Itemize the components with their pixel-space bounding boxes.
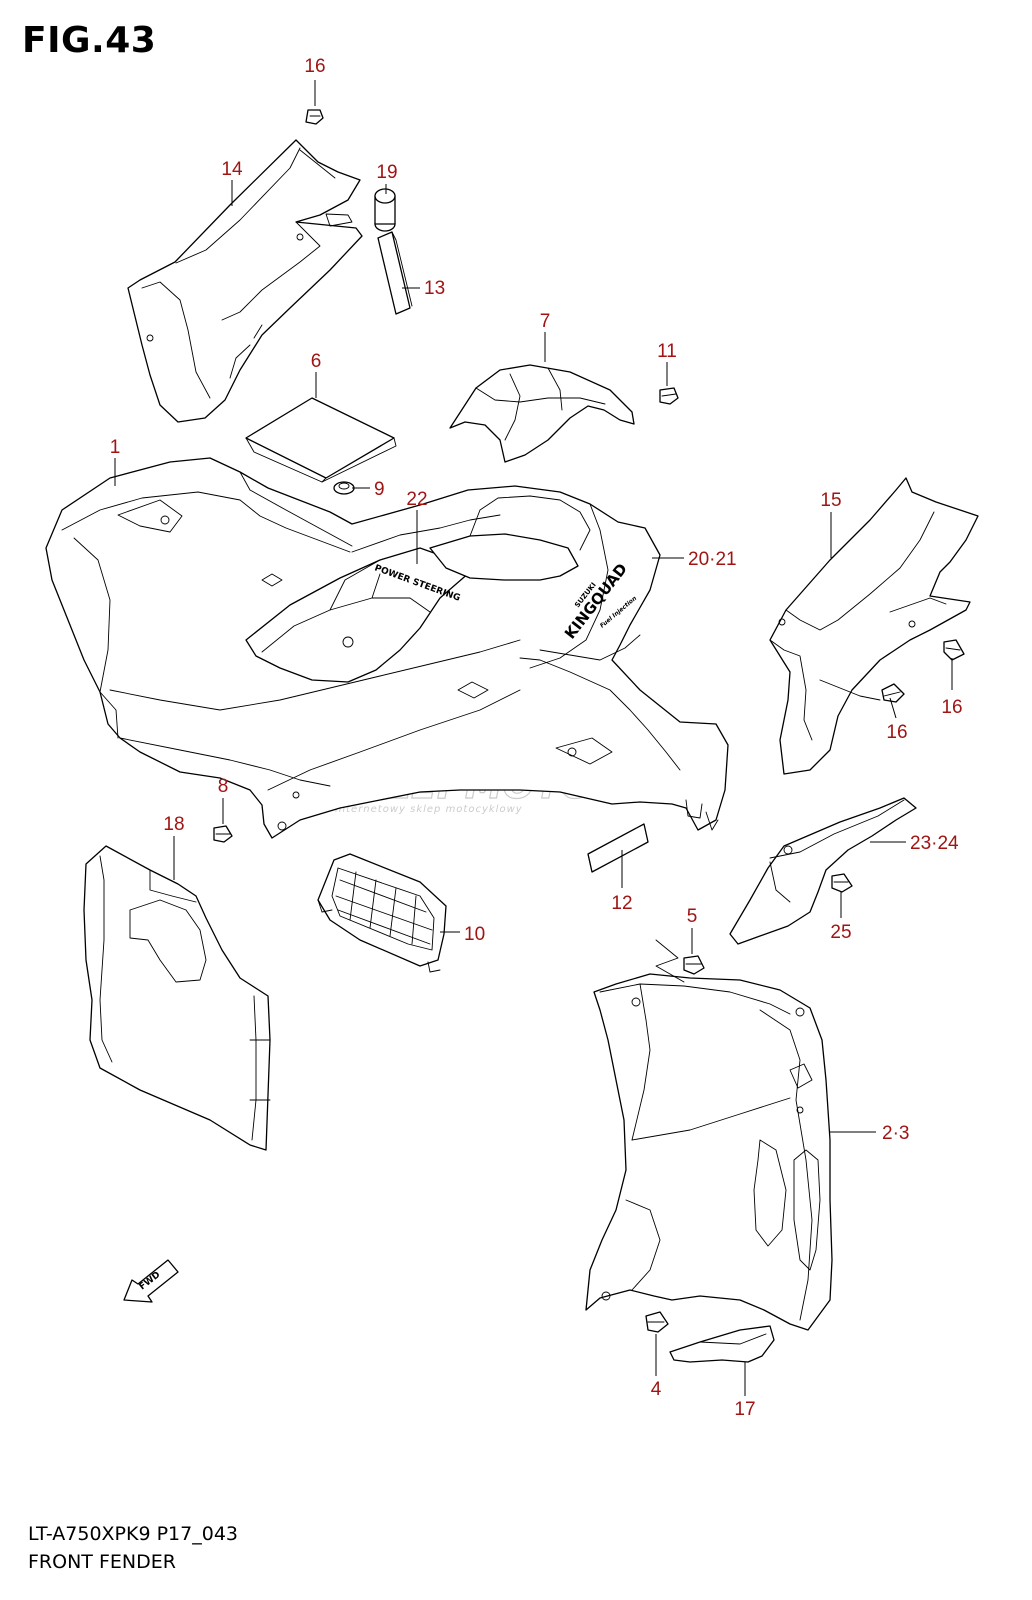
part-17-strip	[669, 1325, 775, 1363]
callout-19: 19	[376, 162, 397, 183]
part-9-grommet	[333, 481, 355, 495]
part-1-front-fender: POWER STEERING KINGQUAD SUZUKI Fuel Inje…	[45, 457, 729, 839]
part-25-screw	[831, 873, 853, 893]
callout-2-3: 2·3	[882, 1123, 909, 1144]
callout-10: 10	[464, 924, 485, 945]
callout-11: 11	[657, 341, 677, 362]
part-2-3-inner-fender	[585, 939, 833, 1331]
part-10-grille	[317, 853, 447, 973]
part-18-mud-flap	[83, 845, 271, 1151]
part-11-screw	[659, 387, 679, 405]
callouts: 16 14 19 13 7 11 6 1 9 22 20·21 15 16 16…	[110, 56, 963, 1420]
part-16-screw-right-b	[881, 683, 905, 703]
part-16-screw-top	[305, 109, 324, 125]
fwd-arrow-icon: FWD	[123, 1259, 179, 1303]
part-19-grommet	[374, 188, 396, 232]
callout-8: 8	[218, 776, 229, 797]
callout-15: 15	[820, 490, 841, 511]
part-8-screw	[213, 825, 233, 843]
part-6-storage-lid	[245, 397, 397, 483]
figure-title: FIG.43	[22, 20, 157, 61]
part-13-pad	[377, 231, 413, 315]
callout-16-top: 16	[304, 56, 325, 77]
callout-20-21: 20·21	[688, 549, 737, 570]
callout-23-24: 23·24	[910, 833, 959, 854]
part-4-screw	[645, 1311, 669, 1333]
part-7-visor	[449, 364, 635, 463]
model-code: LT-A750XPK9 P17_043	[28, 1523, 238, 1545]
part-16-screw-right-a	[943, 639, 965, 661]
callout-5: 5	[687, 906, 698, 927]
callout-17: 17	[734, 1399, 755, 1420]
section-name: FRONT FENDER	[28, 1551, 176, 1573]
part-14-inner-panel-left	[127, 139, 363, 423]
leader-lines	[114, 80, 953, 1396]
callout-14: 14	[221, 159, 243, 180]
callout-16-right-a: 16	[941, 697, 962, 718]
part-23-24-bracket	[729, 797, 917, 945]
callout-16-right-b: 16	[886, 722, 907, 743]
watermark-subtitle: internetowy sklep motocyklowy	[335, 804, 523, 815]
callout-1: 1	[110, 437, 121, 458]
callout-9: 9	[374, 479, 385, 500]
part-12-pad	[587, 823, 649, 873]
callout-18: 18	[163, 814, 184, 835]
callout-25: 25	[830, 922, 851, 943]
part-15-inner-panel-right	[769, 477, 979, 775]
callout-12: 12	[611, 893, 632, 914]
callout-22: 22	[406, 489, 427, 510]
callout-7: 7	[540, 311, 551, 332]
callout-13: 13	[424, 278, 445, 299]
callout-6: 6	[311, 351, 322, 372]
callout-4: 4	[651, 1379, 662, 1400]
part-5-screw	[683, 955, 705, 975]
